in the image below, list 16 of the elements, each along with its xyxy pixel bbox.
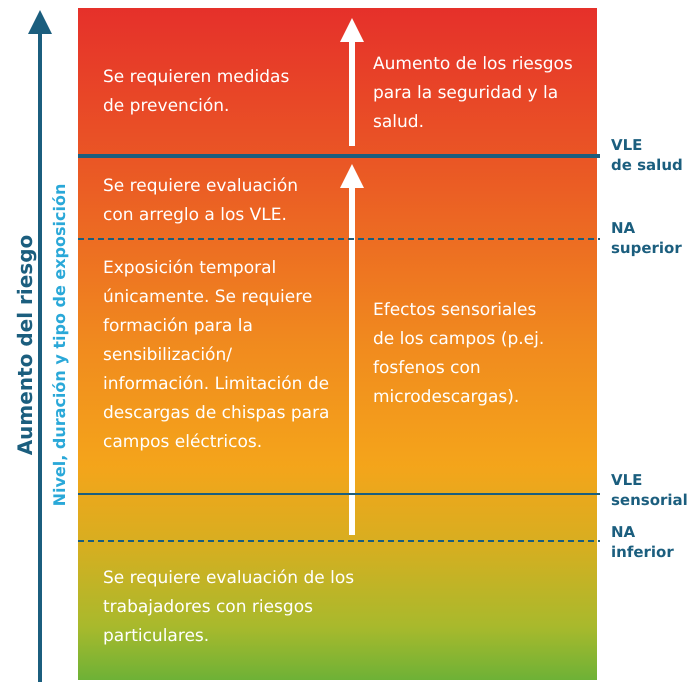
zone-text: Se requiere evaluación con arreglo a los VLE. xyxy=(103,175,300,227)
threshold-label: sensorial xyxy=(611,490,688,510)
zone-text: Aumento de los riesgos para la seguridad y la salud. xyxy=(373,53,574,134)
axis-label: Aumento del riesgo xyxy=(13,234,37,458)
threshold-label: VLE xyxy=(611,470,642,490)
zone-text: Se requiere evaluación de los trabajadores con riesgos particulares. xyxy=(103,567,356,648)
threshold-label: VLE xyxy=(611,135,642,155)
axis-label: Nivel, duración y tipo de exposición xyxy=(49,182,70,508)
zone-text: Efectos sensoriales de los campos (p.ej. fosfenos con microdescargas). xyxy=(373,299,546,409)
threshold-label: superior xyxy=(611,238,682,258)
threshold-label: inferior xyxy=(611,542,674,562)
threshold-label: NA xyxy=(611,522,636,542)
threshold-label: de salud xyxy=(611,155,683,175)
zone-text: Se requieren medidas de prevención. xyxy=(103,66,290,118)
threshold-label: NA xyxy=(611,218,636,238)
zone-text: Exposición temporal únicamente. Se requiere formación para la sensibilización/ información. Limitación de descargas de chispas para campos eléctricos. xyxy=(103,257,330,454)
